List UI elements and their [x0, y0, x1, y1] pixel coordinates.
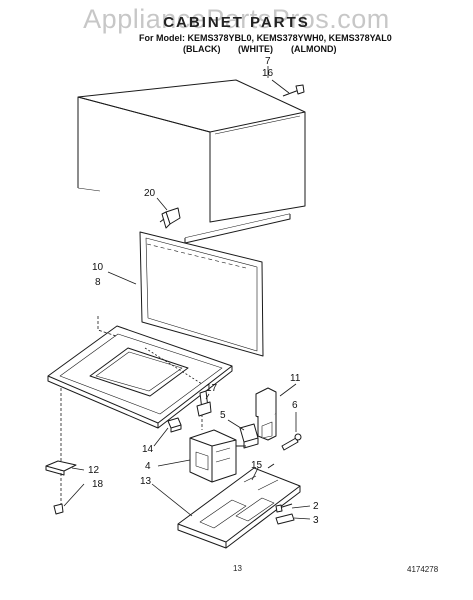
callout-16: 16 [262, 68, 274, 79]
callout-20: 20 [144, 188, 156, 199]
watermark: AppliancePartsPros.com [83, 4, 390, 34]
model-black: KEMS378YBL0, [187, 33, 255, 43]
rear-panel [139, 231, 264, 357]
callout-10: 10 [92, 262, 104, 273]
screw-16 [282, 84, 305, 97]
callout-7: 7 [265, 56, 271, 67]
callout-2: 2 [313, 501, 319, 512]
callout-arrows [63, 66, 311, 520]
foot-bracket-12 [45, 460, 77, 476]
clip-20 [159, 207, 181, 229]
color-white: (WHITE) [238, 44, 273, 54]
callout-14: 14 [142, 444, 154, 455]
diagram-title: CABINET PARTS [163, 14, 310, 31]
callout-18: 18 [92, 479, 104, 490]
chassis-tray-13 [177, 463, 301, 549]
model-white: KEMS378YWH0, [256, 33, 327, 43]
callout-6: 6 [292, 400, 298, 411]
model-almond: KEMS378YAL0 [328, 33, 392, 43]
callout-5: 5 [220, 410, 226, 421]
figure-id: 4174278 [407, 565, 439, 574]
callout-12: 12 [88, 465, 100, 476]
callout-4: 4 [145, 461, 151, 472]
screw-2 [275, 503, 293, 513]
model-prefix: For Model: [139, 33, 185, 43]
callout-13: 13 [140, 476, 152, 487]
cabinet-wrapper [77, 79, 306, 244]
model-line: For Model: KEMS378YBL0, KEMS378YWH0, KEM… [139, 33, 392, 43]
color-black: (BLACK) [183, 44, 221, 54]
screw-18 [53, 503, 64, 515]
base-plate [47, 325, 233, 429]
color-almond: (ALMOND) [291, 44, 337, 54]
callout-3: 3 [313, 515, 319, 526]
callout-11: 11 [290, 373, 301, 384]
part-3 [275, 513, 295, 525]
page-number: 13 [233, 564, 242, 573]
callout-8: 8 [95, 277, 101, 288]
callout-15: 15 [251, 460, 263, 471]
part-17 [196, 390, 212, 417]
part-14 [167, 417, 182, 433]
diode-6 [281, 433, 302, 451]
callout-17: 17 [206, 383, 218, 394]
part-5 [239, 423, 259, 449]
bracket-11 [255, 387, 277, 441]
transformer-4 [189, 429, 246, 483]
